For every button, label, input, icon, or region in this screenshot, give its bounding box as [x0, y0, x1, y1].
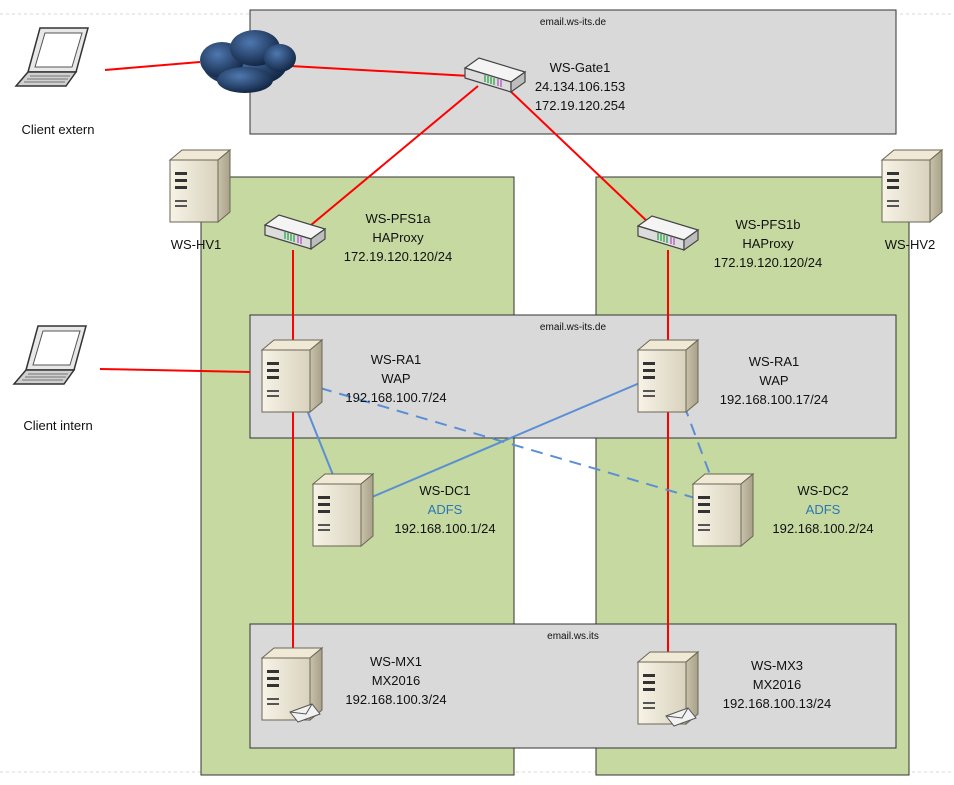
- hv1-label: WS-HV1: [171, 237, 222, 252]
- dc2-ip: 192.168.100.2/24: [772, 521, 873, 536]
- ra-left-name: WS-RA1: [371, 352, 422, 367]
- link-client-extern-cloud: [104, 61, 201, 71]
- ra-left-ip: 192.168.100.7/24: [345, 390, 446, 405]
- dc1-server-icon: [312, 473, 374, 547]
- link-client-intern-ra: [99, 368, 251, 373]
- pfs1b-ip: 172.19.120.120/24: [714, 255, 822, 270]
- hv2-server-icon: [881, 149, 943, 223]
- blue-links: [304, 381, 713, 499]
- link-ra1-dc2: [319, 387, 696, 499]
- link-ra2-dc2: [683, 404, 713, 481]
- dc2-name: WS-DC2: [797, 483, 848, 498]
- client-intern-label: Client intern: [23, 418, 92, 433]
- ra-zone: [249, 314, 897, 439]
- client-extern-laptop-icon: [15, 27, 89, 87]
- gate-ip-internal: 172.19.120.254: [535, 98, 625, 113]
- red-links: [99, 61, 669, 660]
- hv1-server-icon: [169, 149, 231, 223]
- internet-cloud-icon: [200, 30, 296, 93]
- ra-left-role: WAP: [381, 371, 410, 386]
- dc1-ip: 192.168.100.1/24: [394, 521, 495, 536]
- ra-right-ip: 192.168.100.17/24: [720, 392, 828, 407]
- dc2-role: ADFS: [806, 502, 841, 517]
- client-intern-laptop-icon: [13, 325, 87, 385]
- mx3-name: WS-MX3: [751, 658, 803, 673]
- link-gate-pfs1a: [304, 85, 479, 231]
- pfs1a-ip: 172.19.120.120/24: [344, 249, 452, 264]
- link-cloud-gate: [289, 65, 471, 77]
- pfs1b-role: HAProxy: [742, 236, 794, 251]
- link-gate-pfs1b: [504, 85, 651, 225]
- gate-zone: [249, 9, 897, 135]
- mx1-mailserver-icon: [262, 648, 322, 722]
- mx3-mailserver-icon: [638, 652, 698, 726]
- mx-zone-label: email.ws.its: [547, 631, 599, 642]
- dc1-name: WS-DC1: [419, 483, 470, 498]
- gate-name: WS-Gate1: [550, 60, 611, 75]
- mx1-role: MX2016: [372, 673, 420, 688]
- dc1-role: ADFS: [428, 502, 463, 517]
- ra-right-name: WS-RA1: [749, 354, 800, 369]
- gate-zone-label: email.ws-its.de: [540, 17, 607, 28]
- gate-ip-public: 24.134.106.153: [535, 79, 625, 94]
- mx1-name: WS-MX1: [370, 654, 422, 669]
- hv2-label: WS-HV2: [885, 237, 936, 252]
- link-ra2-dc1: [371, 381, 643, 498]
- ra-zone-label: email.ws-its.de: [540, 322, 607, 333]
- ra-right-role: WAP: [759, 373, 788, 388]
- pfs1a-name: WS-PFS1a: [365, 211, 431, 226]
- ra-left-server-icon: [261, 339, 323, 413]
- mx3-role: MX2016: [753, 677, 801, 692]
- mx1-ip: 192.168.100.3/24: [345, 692, 446, 707]
- pfs1b-name: WS-PFS1b: [735, 217, 800, 232]
- client-extern-label: Client extern: [22, 122, 95, 137]
- mx3-ip: 192.168.100.13/24: [723, 696, 831, 711]
- ra-right-server-icon: [637, 339, 699, 413]
- dc2-server-icon: [692, 473, 754, 547]
- pfs1a-role: HAProxy: [372, 230, 424, 245]
- link-ra1-dc1: [304, 404, 336, 481]
- mx-zone: [249, 623, 897, 749]
